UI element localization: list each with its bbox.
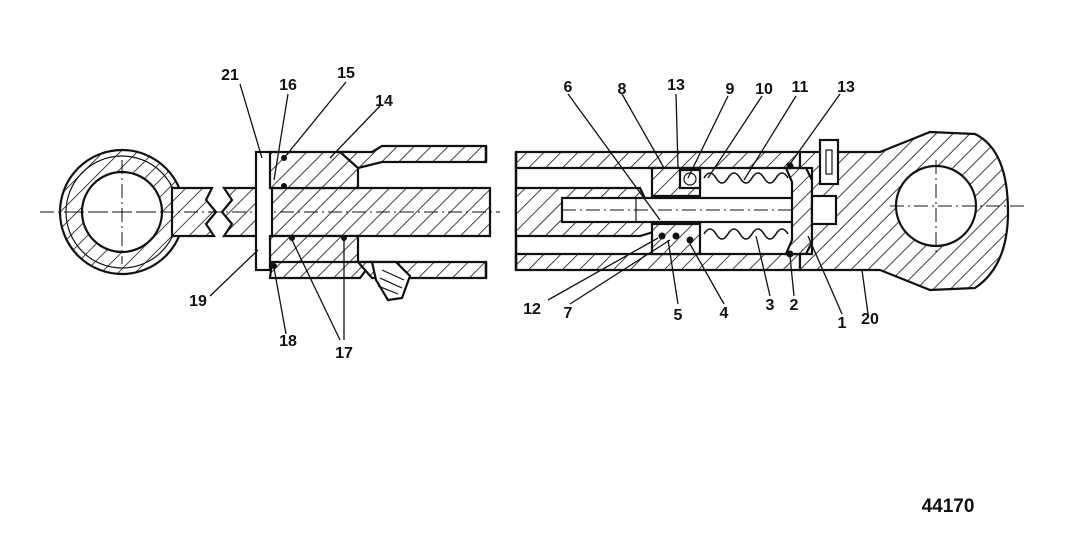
callout-12: 12 [523,301,541,318]
valve-body [650,166,702,256]
callout-15: 15 [337,65,355,82]
callout-8: 8 [618,81,627,98]
bleed-fitting [370,260,412,302]
callout-3: 3 [766,297,775,314]
callout-19: 19 [189,293,207,310]
callout-18: 18 [279,333,297,350]
callout-16: 16 [279,77,297,94]
callout-17: 17 [335,345,353,362]
callout-10: 10 [755,81,773,98]
callout-21: 21 [221,67,239,84]
callout-4: 4 [720,305,729,322]
callout-20: 20 [861,311,879,328]
callout-7: 7 [564,305,573,322]
leader-lines [209,81,869,341]
cylinder-end-clevis [798,130,1024,292]
callout-6: 6 [564,79,573,96]
spring-upper [703,172,789,184]
callout-13-left: 13 [667,77,685,94]
callout-2: 2 [790,297,799,314]
spring-lower [703,228,789,240]
callout-14: 14 [375,93,393,110]
inner-rod [514,186,810,238]
piston-rod [40,186,500,238]
callout-5: 5 [674,307,683,324]
callout-13-right: 13 [837,79,855,96]
figure-number: 44170 [922,496,975,517]
callout-labels: 21 16 15 14 19 18 17 6 8 13 9 10 11 13 1… [189,65,879,362]
callout-11: 11 [792,79,809,96]
cylinder-tube-right [514,150,802,272]
gland-assembly [254,150,375,280]
callout-9: 9 [726,81,735,98]
callout-1: 1 [838,315,847,332]
